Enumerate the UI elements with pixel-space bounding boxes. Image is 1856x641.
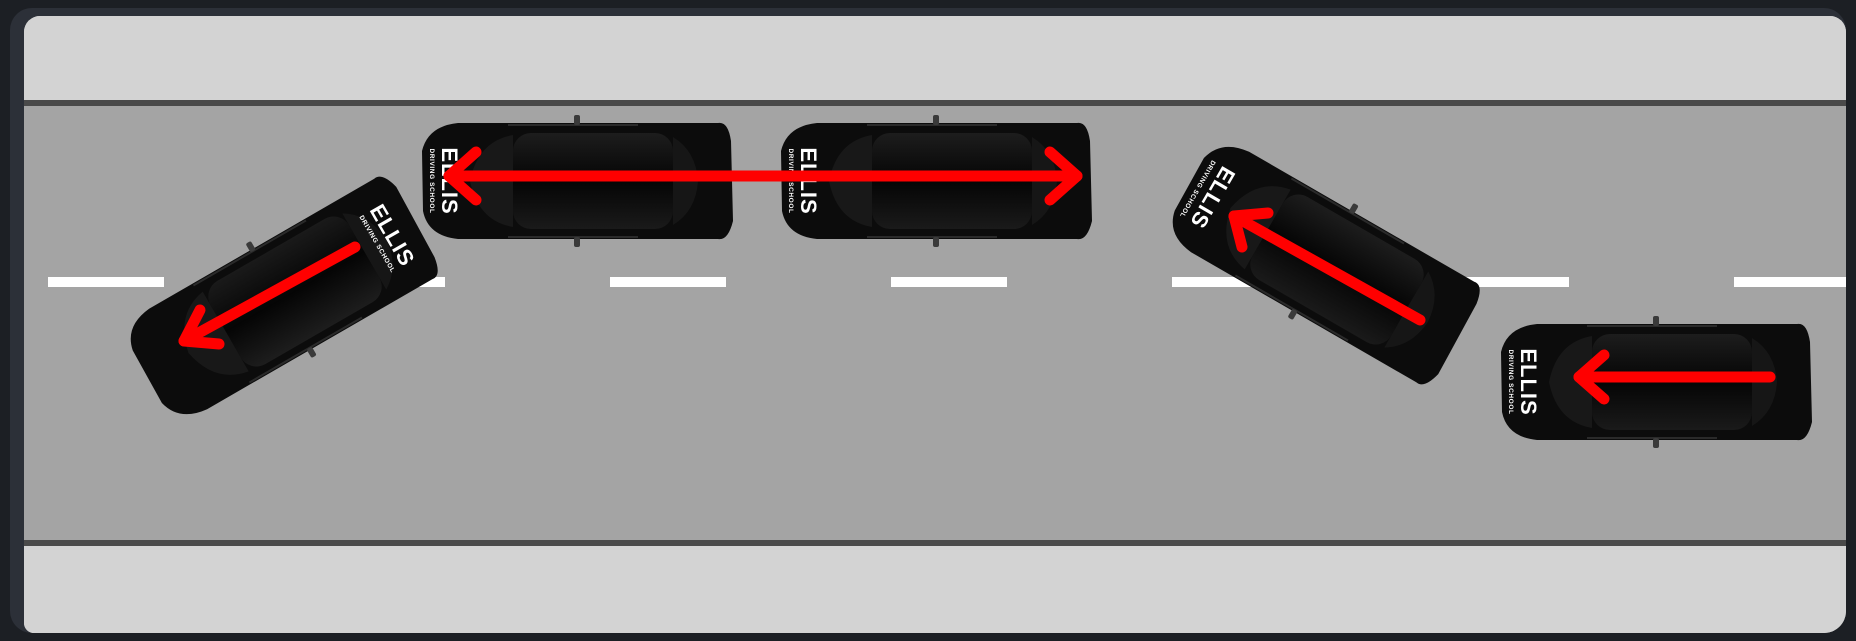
diagram-frame: ELLIS DRIVING SCHOOL ELLIS DRIVING SCHOO… xyxy=(10,8,1846,633)
curb-top xyxy=(24,100,1846,106)
road-scene: ELLIS DRIVING SCHOOL ELLIS DRIVING SCHOO… xyxy=(24,16,1846,633)
car-5-logo: ELLIS xyxy=(1516,348,1541,415)
curb-bottom xyxy=(24,540,1846,546)
car-5-logo-sub: DRIVING SCHOOL xyxy=(1507,349,1514,414)
car-2-logo-sub: DRIVING SCHOOL xyxy=(428,148,435,213)
parallel-parking-diagram: ELLIS DRIVING SCHOOL ELLIS DRIVING SCHOO… xyxy=(24,16,1846,633)
